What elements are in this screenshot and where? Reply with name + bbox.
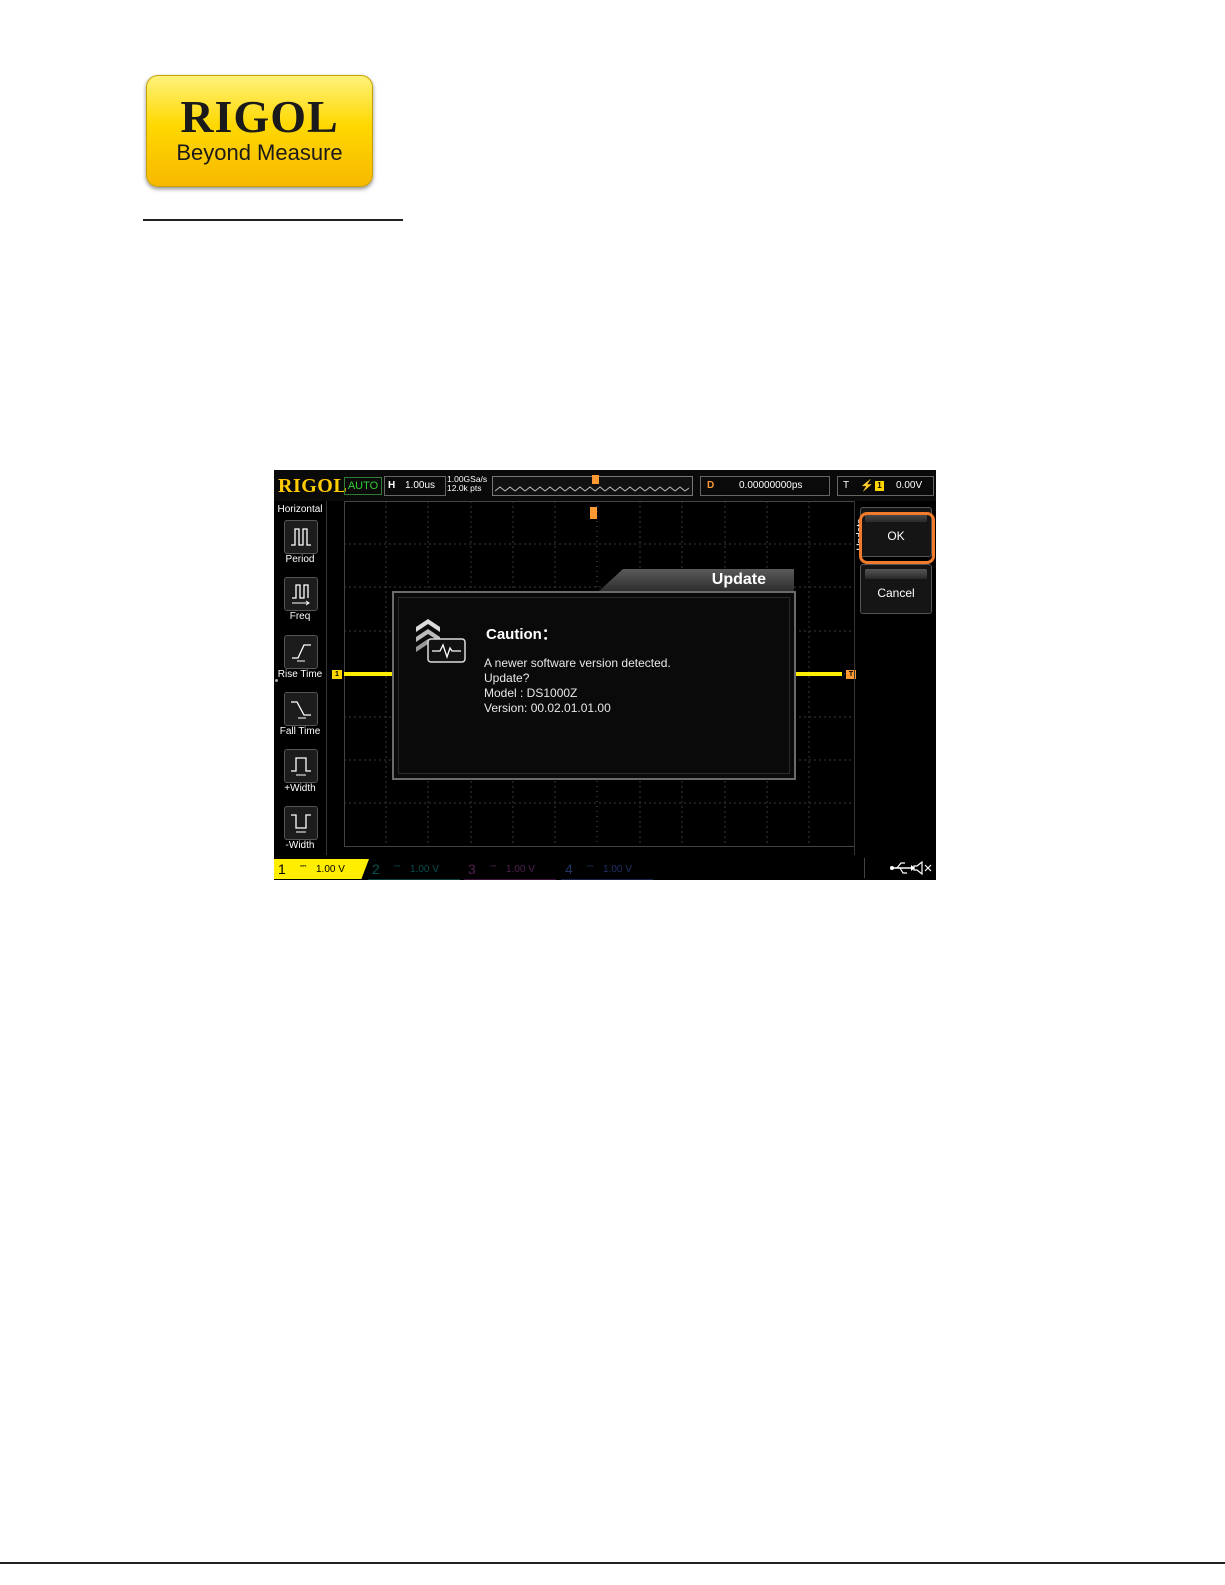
oscilloscope-screen: RIGOL AUTO H 1.00us 1.00GSa/s 12.0k pts … <box>274 470 936 880</box>
logo-tagline: Beyond Measure <box>176 140 343 165</box>
acquisition-info: 1.00GSa/s 12.0k pts <box>447 475 487 493</box>
logo-brand: RIGOL <box>180 91 339 142</box>
channel4-scale: 1.00 V <box>603 864 632 875</box>
ok-highlight-outline <box>859 512 935 564</box>
trigger-key: T <box>843 480 850 491</box>
dc-coupling-icon: ⎓ <box>587 861 594 870</box>
channel3-tab[interactable]: 3 ⎓ 1.00 V <box>464 859 556 880</box>
menu-page-indicator <box>275 679 278 682</box>
channel1-offset-marker[interactable]: 1 <box>332 670 342 679</box>
channel1-number: 1 <box>278 861 286 877</box>
overview-trace <box>495 486 689 492</box>
trigger-source: 1 <box>875 481 884 491</box>
dc-coupling-icon: ⎓ <box>394 861 401 870</box>
dc-coupling-icon: ⎓ <box>490 861 497 870</box>
channel-bar: 1 ⎓ 1.00 V 2 ⎓ 1.00 V 3 ⎓ 1.00 V 4 ⎓ 1.0… <box>274 856 936 880</box>
measure-item-period[interactable]: Period <box>274 520 326 577</box>
dc-coupling-icon: ⎓ <box>300 861 307 870</box>
negative-width-icon <box>284 806 318 840</box>
dialog-message: A newer software version detected. <box>484 656 671 670</box>
channel4-tab[interactable]: 4 ⎓ 1.00 V <box>561 859 653 880</box>
measure-item-freq[interactable]: Freq <box>274 577 326 634</box>
channel1-scale: 1.00 V <box>316 864 345 875</box>
dialog-title-tab: Update <box>599 569 794 591</box>
memory-waveform-overview <box>492 475 693 496</box>
channel3-scale: 1.00 V <box>506 864 535 875</box>
header-divider <box>143 219 403 221</box>
run-status-badge: AUTO <box>344 477 382 495</box>
measure-menu: Horizontal Period Freq Rise Time Fall Ti… <box>274 501 327 855</box>
channel4-number: 4 <box>565 861 573 877</box>
channel1-tab[interactable]: 1 ⎓ 1.00 V <box>274 859 369 879</box>
horizontal-timebase[interactable]: H 1.00us <box>384 476 446 496</box>
measure-item-fall-time[interactable]: Fall Time <box>274 692 326 749</box>
trigger-status[interactable]: T ⚡ 1 0.00V <box>837 476 934 496</box>
dialog-question: Update? <box>484 671 530 685</box>
trigger-level: 0.00V <box>896 480 923 491</box>
horizontal-key: H <box>388 480 396 491</box>
measure-item-negative-width[interactable]: -Width <box>274 806 326 863</box>
sample-rate: 1.00GSa/s <box>447 474 488 484</box>
measure-item-rise-time[interactable]: Rise Time <box>274 635 326 692</box>
update-softkey-menu: Update OK Cancel <box>854 501 936 855</box>
period-icon <box>284 520 318 554</box>
rise-time-icon <box>284 635 318 669</box>
delay-value: 0.00000000ps <box>739 480 803 491</box>
channel2-number: 2 <box>372 861 380 877</box>
cancel-button-cap <box>865 569 927 579</box>
measure-label-period: Period <box>285 554 315 565</box>
channel1-trace-right <box>792 672 842 676</box>
status-bar: RIGOL AUTO H 1.00us 1.00GSa/s 12.0k pts … <box>274 470 936 501</box>
positive-width-icon <box>284 749 318 783</box>
usb-icon <box>890 862 915 874</box>
ok-button-label: OK <box>887 529 905 543</box>
measure-label-freq: Freq <box>289 611 311 622</box>
memory-depth: 12.0k pts <box>447 483 482 493</box>
trigger-position-marker <box>592 475 599 484</box>
mute-icon[interactable] <box>913 861 933 875</box>
trigger-position-icon <box>590 507 597 519</box>
channel3-number: 3 <box>468 861 476 877</box>
trigger-level-marker[interactable]: T <box>846 670 856 679</box>
status-icons <box>864 858 935 878</box>
freq-icon <box>284 577 318 611</box>
cancel-button-label: Cancel <box>877 586 915 600</box>
ok-button-cap <box>865 512 927 522</box>
cancel-button[interactable]: Cancel <box>860 564 932 614</box>
channel1-trace <box>344 672 394 676</box>
dialog-title: Caution： <box>486 626 557 643</box>
rigol-logo: RIGOL Beyond Measure <box>146 75 373 187</box>
measure-item-positive-width[interactable]: +Width <box>274 749 326 806</box>
ok-button[interactable]: OK <box>860 507 932 557</box>
dialog-model: Model : DS1000Z <box>484 686 578 700</box>
scope-brand: RIGOL <box>278 475 348 497</box>
delay-key: D <box>707 480 715 491</box>
horizontal-delay[interactable]: D 0.00000000ps <box>700 476 830 496</box>
measure-menu-title: Horizontal <box>277 504 323 515</box>
dialog-inner-frame <box>398 597 790 774</box>
dialog-tab-title: Update <box>711 571 766 588</box>
update-dialog: Caution： A newer software version detect… <box>392 591 796 780</box>
measure-label-negative-width: -Width <box>285 840 315 851</box>
fall-time-icon <box>284 692 318 726</box>
rising-edge-icon: ⚡ <box>860 480 874 492</box>
dialog-version: Version: 00.02.01.01.00 <box>484 701 611 715</box>
channel2-scale: 1.00 V <box>410 864 439 875</box>
measure-label-fall-time: Fall Time <box>279 726 321 737</box>
channel2-tab[interactable]: 2 ⎓ 1.00 V <box>368 859 460 880</box>
update-icon <box>416 619 466 663</box>
measure-label-rise-time: Rise Time <box>277 669 323 680</box>
measure-label-positive-width: +Width <box>284 783 316 794</box>
footer-divider <box>0 1562 1225 1564</box>
timebase-value: 1.00us <box>405 480 436 491</box>
